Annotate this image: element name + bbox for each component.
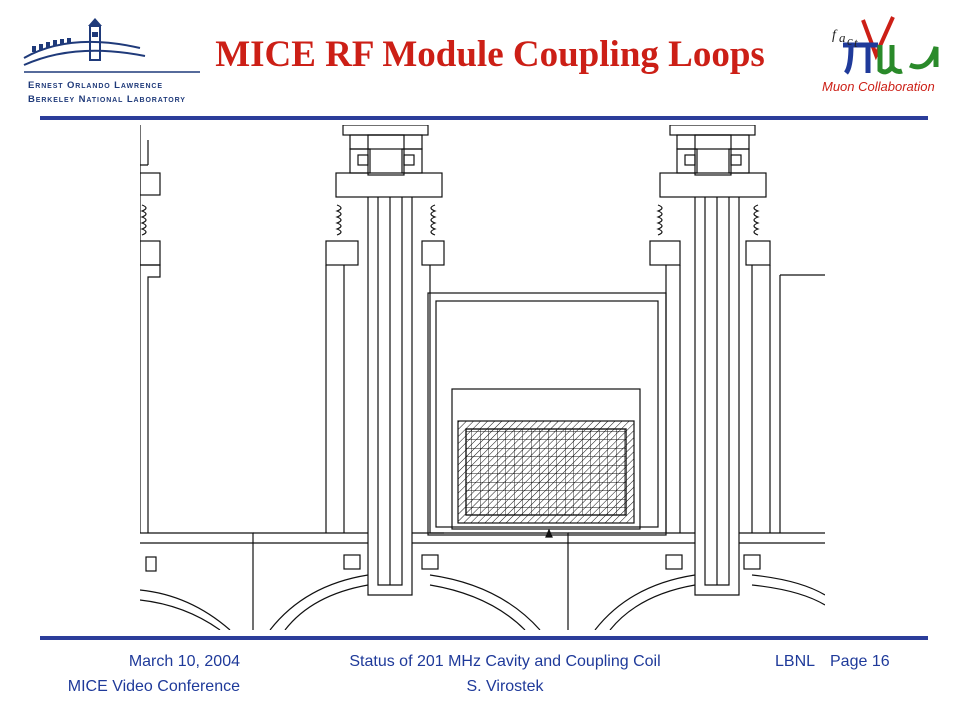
footer-date: March 10, 2004 — [128, 653, 240, 670]
footer-author: S. Virostek — [466, 678, 544, 695]
lbnl-logo: Ernest Orlando Lawrence Berkeley Nationa… — [20, 18, 205, 108]
footer-page-number: Page 16 — [830, 653, 890, 670]
svg-text:a: a — [839, 30, 846, 45]
muon-collaboration-label: Muon Collaboration — [822, 79, 935, 94]
slide-title: MICE RF Module Coupling Loops — [215, 34, 765, 75]
footer-divider — [40, 636, 928, 640]
footer-conference: MICE Video Conference — [67, 678, 240, 695]
muon-collaboration-logo: f a c t Muon Collaboration — [818, 15, 948, 100]
footer-lab: LBNL — [775, 653, 816, 670]
mu-pi-nu-icon: f a c t — [832, 16, 939, 75]
coupling-loop-cross-section-drawing — [139, 124, 826, 631]
footer-status: Status of 201 MHz Cavity and Coupling Co… — [349, 653, 661, 670]
svg-text:t: t — [854, 35, 858, 50]
svg-text:f: f — [832, 28, 838, 43]
lbnl-building-icon — [23, 18, 200, 73]
lbnl-logo-line2: Berkeley National Laboratory — [28, 94, 186, 105]
header-divider — [40, 116, 928, 120]
lbnl-logo-line1: Ernest Orlando Lawrence — [28, 80, 163, 91]
svg-text:c: c — [847, 33, 853, 48]
coupling-loop-drawing — [139, 124, 826, 631]
